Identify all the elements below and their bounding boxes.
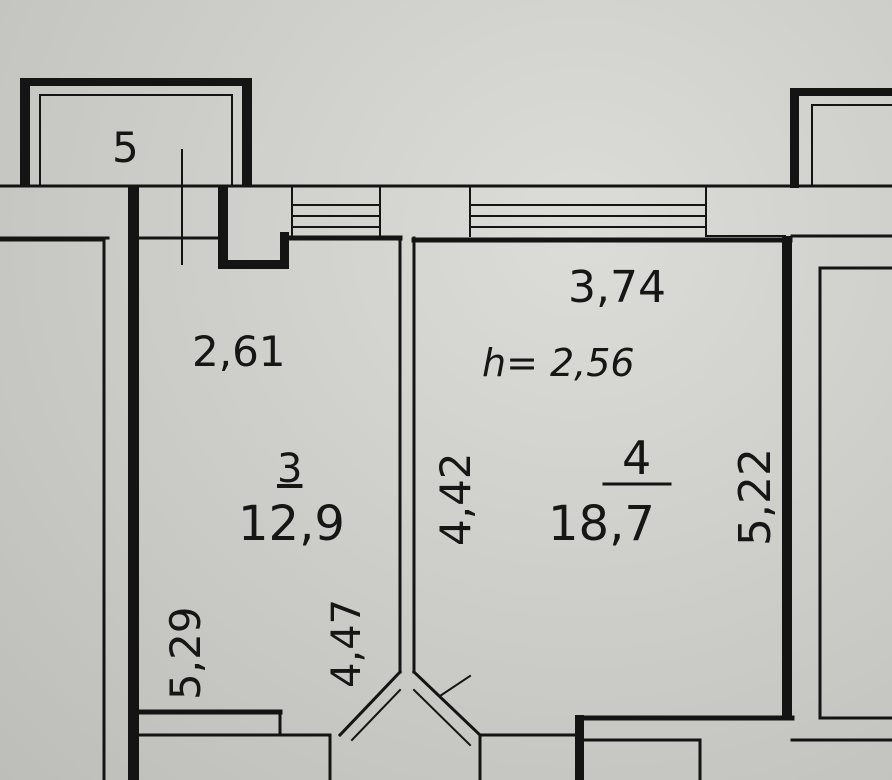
window-right — [469, 185, 707, 237]
room-4-length-right: 5,22 — [730, 448, 781, 546]
room-4-width: 3,74 — [568, 262, 666, 313]
balcony-right-fragment — [790, 88, 892, 188]
room-4-length-left: 4,42 — [431, 452, 480, 546]
balcony — [20, 78, 252, 186]
room-4-ceiling-height: h= 2,56 — [482, 341, 635, 385]
window-left — [291, 185, 381, 237]
room-4-number: 4 — [622, 431, 651, 485]
wall-pier — [181, 149, 289, 269]
neighbour-left — [0, 238, 106, 780]
room-3-number: 3 — [277, 446, 302, 492]
room-3-length-left: 5,29 — [161, 606, 210, 700]
room-4-area: 18,7 — [548, 496, 655, 552]
balcony-number: 5 — [112, 123, 139, 172]
facade-wall — [0, 184, 892, 240]
room-3-area: 12,9 — [238, 496, 345, 552]
room-3-width: 2,61 — [192, 327, 286, 376]
room-4-walls — [411, 236, 795, 780]
neighbour-right — [790, 234, 892, 742]
room-3-length-right: 4,47 — [324, 599, 370, 688]
